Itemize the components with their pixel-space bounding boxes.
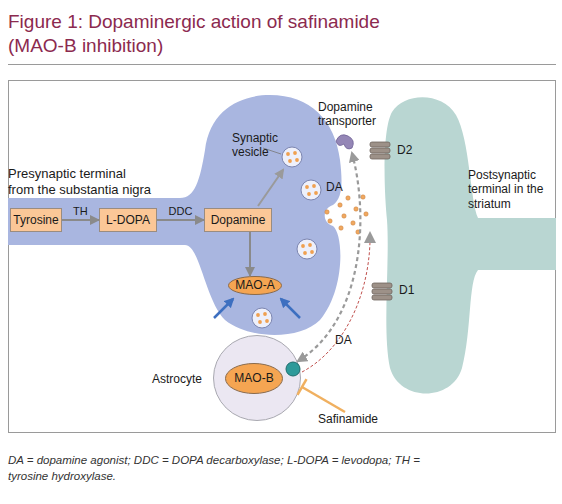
- enzyme-ellipse: MAO-A: [228, 276, 282, 295]
- process-box: Tyrosine: [10, 208, 62, 232]
- edge-label: DDC: [169, 205, 193, 218]
- node-label: Dopamine: [205, 209, 271, 231]
- flow-arrow: [62, 219, 99, 221]
- reuptake-arrow: [298, 153, 360, 361]
- dopamine-transporter: [336, 135, 353, 149]
- release-arrowhead: [364, 231, 376, 243]
- release-line: [302, 242, 370, 372]
- synaptic-vesicle: [282, 147, 302, 167]
- process-box: Dopamine: [204, 208, 272, 232]
- receptor-symbol: [370, 142, 390, 159]
- receptor-symbol: [372, 283, 392, 300]
- postsynaptic-terminal-shape: [385, 97, 556, 393]
- diagram-label: D2: [397, 143, 419, 157]
- diagram-label: Synaptic vesicle: [232, 131, 287, 160]
- diagram-label: DA: [335, 333, 357, 347]
- postsynaptic-terminal: Postsynaptic terminal in the striatum: [383, 95, 556, 395]
- node-label: Presynaptic terminal from the substantia…: [8, 166, 154, 197]
- inhibitor-line: [302, 387, 345, 412]
- astrocyte-transporter: [286, 362, 300, 376]
- edge-label: TH: [73, 205, 88, 218]
- node-label: Postsynaptic terminal in the striatum: [468, 168, 556, 211]
- diagram-label: D1: [399, 283, 421, 297]
- inhibition-arrow: [214, 299, 233, 318]
- figure-title: Figure 1: Dopaminergic action of safinam…: [8, 10, 438, 58]
- process-box: L-DOPA: [99, 208, 157, 232]
- enzyme-ellipse-shape: [226, 364, 283, 394]
- released-dopamine: [325, 195, 368, 234]
- title-rule: [8, 64, 556, 65]
- node-label: MAO-A: [228, 276, 282, 295]
- enzyme-ellipse-shape: [229, 277, 282, 295]
- postsynaptic-terminal-outline: [383, 95, 556, 395]
- presynaptic-terminal-shape: [8, 95, 342, 335]
- figure-caption: DA = dopamine agonist; DDC = DOPA decarb…: [8, 452, 448, 484]
- node-label: MAO-B: [225, 363, 283, 394]
- diagram-label: DA: [326, 180, 348, 194]
- synaptic-vesicle: [297, 239, 317, 259]
- astrocyte-cell-shape: [214, 336, 301, 421]
- synaptic-vesicle: [252, 308, 272, 328]
- vesicle-arrow: [258, 170, 283, 206]
- inhibition-arrow: [281, 299, 300, 318]
- node-label: Astrocyte: [152, 372, 212, 386]
- diagram-label: Safinamide: [318, 412, 398, 426]
- astrocyte-cell: AstrocyteMAO-B: [213, 335, 301, 421]
- flow-arrow: [157, 219, 204, 221]
- synaptic-vesicle: [301, 180, 321, 200]
- flow-arrow: [249, 232, 251, 276]
- node-label: Tyrosine: [11, 209, 61, 231]
- panel-frame: [9, 81, 556, 433]
- node-label: L-DOPA: [100, 209, 156, 231]
- enzyme-ellipse: MAO-B: [225, 363, 283, 394]
- diagram-label: Dopamine transporter: [318, 100, 396, 129]
- inhibitor-bar: [298, 379, 307, 395]
